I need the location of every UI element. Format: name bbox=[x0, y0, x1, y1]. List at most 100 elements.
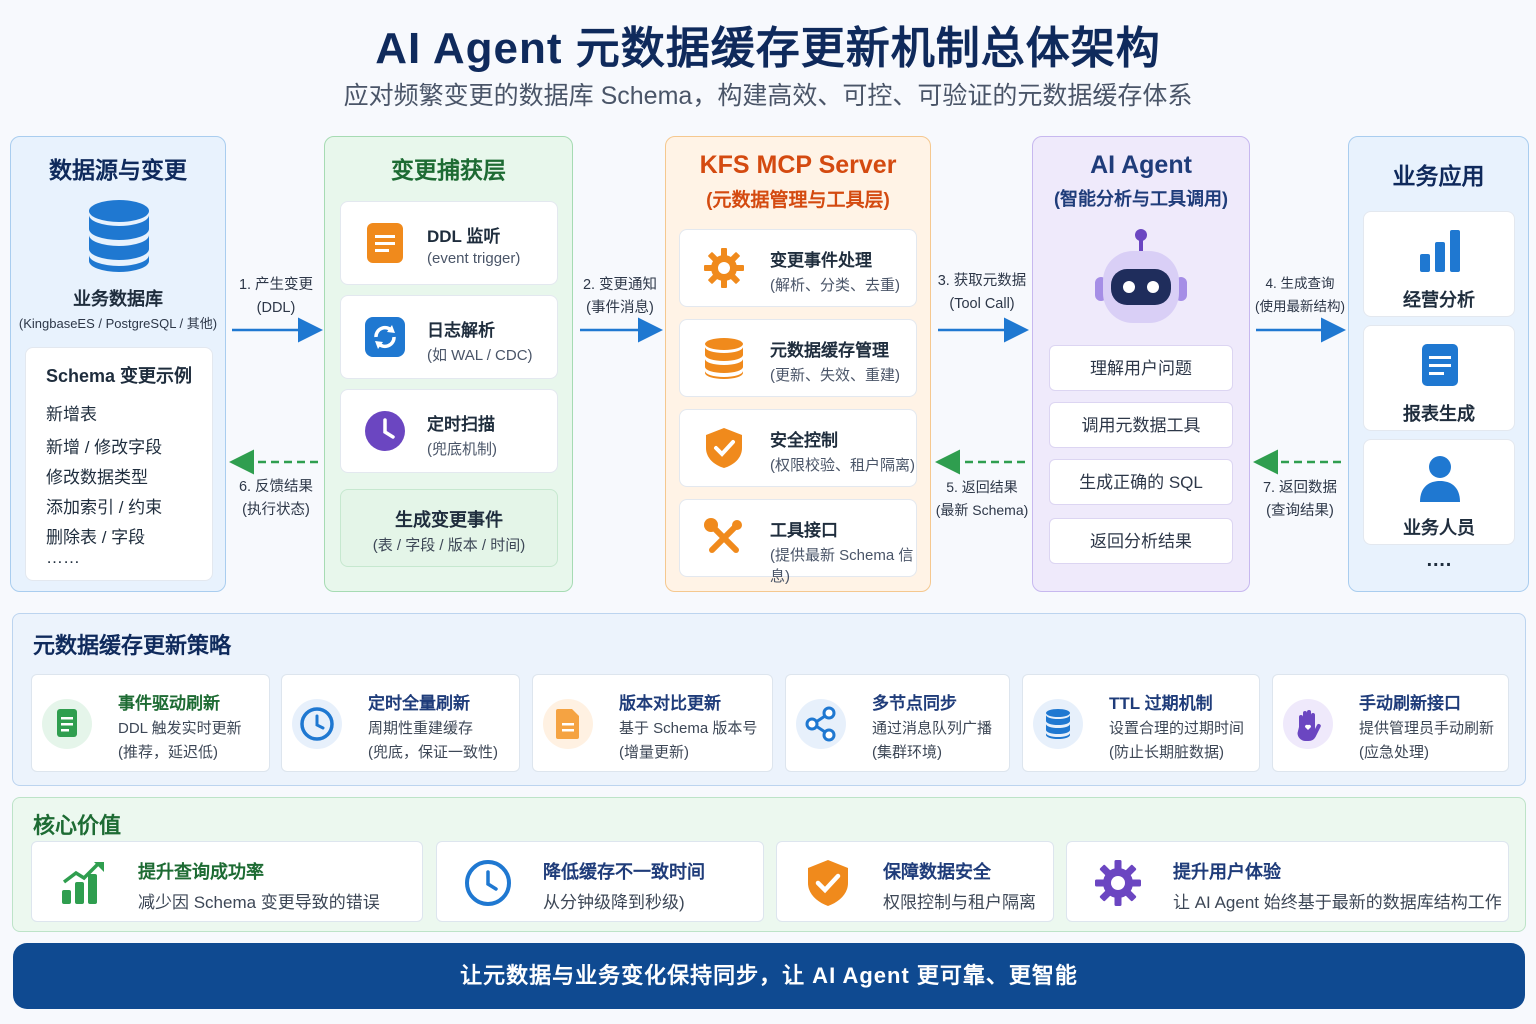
gear-icon bbox=[704, 248, 744, 288]
capture-item-ddl: DDL 监听 (event trigger) bbox=[340, 201, 558, 285]
arrow-label-text: 6. 反馈结果 bbox=[238, 479, 314, 495]
agent-step: 返回分析结果 bbox=[1049, 518, 1233, 564]
database-sub: (KingbaseES / PostgreSQL / 其他) bbox=[18, 316, 218, 331]
document-icon bbox=[1422, 344, 1458, 386]
value-card-desc: 减少因 Schema 变更导致的错误 bbox=[138, 893, 380, 912]
arrow-label-text: 2. 变更通知 bbox=[582, 277, 658, 293]
arrow-label-text: (最新 Schema) bbox=[935, 502, 1029, 518]
hand-icon bbox=[1283, 699, 1333, 749]
arrow-label-text: (DDL) bbox=[256, 300, 296, 316]
bar-chart-icon bbox=[1420, 230, 1460, 272]
strategy-card-line: 提供管理员手动刷新 bbox=[1359, 720, 1495, 737]
arrow-label-5: 5. 返回结果 (最新 Schema) bbox=[932, 476, 1032, 522]
event-title: 生成变更事件 bbox=[395, 510, 503, 530]
sync-icon bbox=[365, 317, 405, 357]
strategy-card-line: (防止长期脏数据) bbox=[1109, 744, 1224, 761]
strategy-card-line: 通过消息队列广播 bbox=[872, 720, 993, 737]
app-label: 经营分析 bbox=[1403, 290, 1475, 310]
list-item: 修改数据类型 bbox=[46, 468, 148, 487]
capture-item-scan: 定时扫描 (兜底机制) bbox=[340, 389, 558, 473]
app-item-report: 报表生成 bbox=[1363, 325, 1515, 431]
mcp-server-column: KFS MCP Server (元数据管理与工具层) 变更事件处理 (解析、分类… bbox=[665, 136, 931, 592]
arrow-label-text: (使用最新结构) bbox=[1255, 299, 1345, 314]
arrow-label-2: 2. 变更通知 (事件消息) bbox=[574, 274, 666, 320]
arrow-label-text: (查询结果) bbox=[1266, 503, 1334, 519]
strategy-card-line: (集群环境) bbox=[872, 744, 942, 761]
agent-step: 生成正确的 SQL bbox=[1049, 459, 1233, 505]
core-title: 核心价值 bbox=[33, 813, 122, 838]
app-label: 报表生成 bbox=[1403, 404, 1475, 424]
app-item-analysis: 经营分析 bbox=[1363, 211, 1515, 317]
change-capture-column: 变更捕获层 DDL 监听 (event trigger) 日志解析 (如 WAL… bbox=[324, 136, 573, 592]
item-title: 安全控制 bbox=[770, 431, 838, 450]
strategy-card-title: 定时全量刷新 bbox=[368, 694, 470, 713]
value-card-experience: 提升用户体验 让 AI Agent 始终基于最新的数据库结构工作 bbox=[1066, 841, 1509, 922]
column-title: KFS MCP Server bbox=[699, 151, 897, 179]
robot-icon bbox=[1095, 229, 1187, 323]
database-icon bbox=[705, 338, 743, 379]
clock-icon bbox=[465, 860, 511, 906]
document-icon bbox=[42, 699, 92, 749]
strategy-card-title: 多节点同步 bbox=[872, 694, 957, 713]
growth-chart-icon bbox=[62, 862, 104, 904]
shield-icon bbox=[706, 428, 742, 468]
mcp-item-security: 安全控制 (权限校验、租户隔离) bbox=[679, 409, 917, 487]
schema-example-title: Schema 变更示例 bbox=[46, 366, 193, 386]
strategy-card-line: (兜底，保证一致性) bbox=[368, 744, 498, 761]
item-title: 元数据缓存管理 bbox=[770, 341, 889, 360]
share-icon bbox=[796, 699, 846, 749]
value-card-title: 提升查询成功率 bbox=[138, 862, 264, 882]
item-title: 工具接口 bbox=[770, 521, 838, 540]
list-item: 新增表 bbox=[46, 405, 97, 424]
column-subtitle: (元数据管理与工具层) bbox=[706, 190, 890, 211]
shield-icon bbox=[808, 860, 848, 906]
schema-example-card: Schema 变更示例 新增表 新增 / 修改字段 修改数据类型 添加索引 / … bbox=[25, 347, 213, 581]
tools-icon bbox=[704, 518, 742, 553]
value-card-title: 提升用户体验 bbox=[1173, 862, 1281, 882]
ai-agent-column: AI Agent (智能分析与工具调用) 理解用户问题 调用元数据工具 生成正确… bbox=[1032, 136, 1250, 592]
file-icon bbox=[543, 699, 593, 749]
arrow-label-text: 5. 返回结果 bbox=[946, 479, 1018, 495]
item-desc: (更新、失效、重建) bbox=[770, 367, 900, 384]
item-title: 变更事件处理 bbox=[770, 251, 872, 270]
value-card-desc: 从分钟级降到秒级) bbox=[543, 893, 685, 912]
database-icon bbox=[89, 200, 149, 272]
change-event-card: 生成变更事件 (表 / 字段 / 版本 / 时间) bbox=[340, 489, 558, 567]
strategy-card-line: DDL 触发实时更新 bbox=[118, 720, 242, 737]
strategy-card-line: (推荐，延迟低) bbox=[118, 744, 218, 761]
item-title: 定时扫描 bbox=[427, 415, 495, 434]
value-card-title: 降低缓存不一致时间 bbox=[543, 862, 705, 882]
arrow-label-text: 4. 生成查询 bbox=[1265, 276, 1335, 291]
event-desc: (表 / 字段 / 版本 / 时间) bbox=[372, 537, 526, 554]
list-item: 新增 / 修改字段 bbox=[46, 438, 163, 457]
item-desc: (解析、分类、去重) bbox=[770, 277, 900, 294]
footer-banner: 让元数据与业务变化保持同步，让 AI Agent 更可靠、更智能 bbox=[13, 943, 1525, 1009]
arrow-label-3: 3. 获取元数据 (Tool Call) bbox=[932, 270, 1032, 316]
app-label: 业务人员 bbox=[1403, 518, 1475, 538]
mcp-item-cache: 元数据缓存管理 (更新、失效、重建) bbox=[679, 319, 917, 397]
database-icon bbox=[1033, 699, 1083, 749]
arrow-label-text: (执行状态) bbox=[242, 502, 310, 518]
value-card-success: 提升查询成功率 减少因 Schema 变更导致的错误 bbox=[31, 841, 423, 922]
arrow-label-text: (事件消息) bbox=[586, 300, 654, 316]
clock-icon bbox=[292, 699, 342, 749]
database-label: 业务数据库 bbox=[73, 289, 163, 309]
value-card-latency: 降低缓存不一致时间 从分钟级降到秒级) bbox=[436, 841, 764, 922]
data-source-column: 数据源与变更 业务数据库 (KingbaseES / PostgreSQL / … bbox=[10, 136, 226, 592]
mcp-item-tools: 工具接口 (提供最新 Schema 信息) bbox=[679, 499, 917, 585]
page-subtitle: 应对频繁变更的数据库 Schema，构建高效、可控、可验证的元数据缓存体系 bbox=[343, 82, 1193, 110]
strategy-title: 元数据缓存更新策略 bbox=[33, 633, 232, 658]
arrow-label-4: 4. 生成查询 (使用最新结构) bbox=[1250, 272, 1350, 318]
document-icon bbox=[367, 223, 403, 263]
value-card-desc: 让 AI Agent 始终基于最新的数据库结构工作 bbox=[1173, 893, 1502, 912]
item-desc: (提供最新 Schema 信息) bbox=[770, 547, 914, 585]
item-desc: (兜底机制) bbox=[427, 441, 497, 458]
item-title: 日志解析 bbox=[427, 321, 495, 340]
strategy-card-title: TTL 过期机制 bbox=[1109, 694, 1213, 713]
agent-step: 理解用户问题 bbox=[1049, 345, 1233, 391]
column-subtitle: (智能分析与工具调用) bbox=[1054, 189, 1228, 209]
more-indicator: …. bbox=[1425, 549, 1452, 571]
arrow-label-7: 7. 返回数据 (查询结果) bbox=[1250, 477, 1350, 523]
item-desc: (如 WAL / CDC) bbox=[427, 347, 533, 364]
